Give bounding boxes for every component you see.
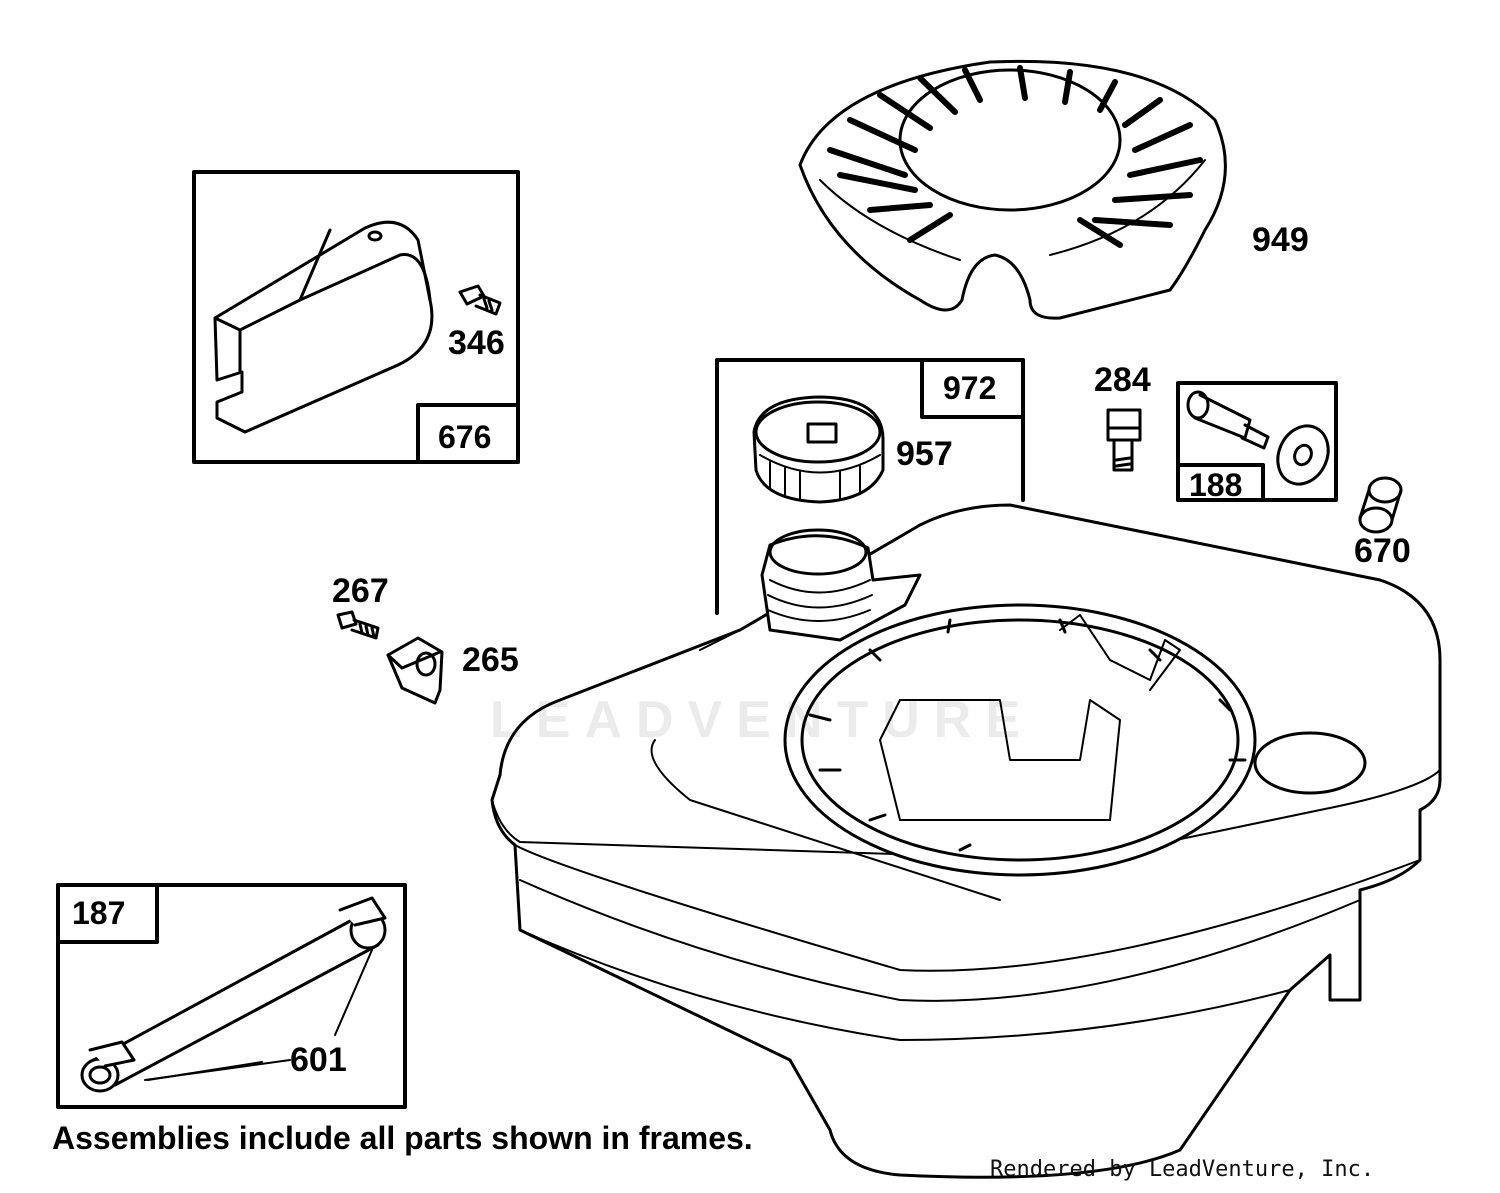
fuel-cap-957: [752, 395, 885, 504]
bolt-284: [1106, 408, 1142, 472]
filler-neck: [760, 528, 922, 642]
rendered-by-credit: Rendered by LeadVenture, Inc.: [990, 1157, 1375, 1182]
frame-676: [192, 170, 520, 464]
frame-label-972: 972: [943, 370, 997, 406]
screw-346: [458, 284, 502, 316]
blower-housing-949: [798, 59, 1227, 320]
spacer-670: [1358, 476, 1403, 534]
label-265: 265: [462, 641, 519, 679]
belt-guard-part: [213, 220, 434, 434]
frame-label-676: 676: [438, 419, 492, 455]
frame-972: [715, 358, 1025, 615]
clip-265: [386, 636, 444, 705]
label-957: 957: [896, 435, 953, 473]
label-601: 601: [290, 1041, 347, 1079]
assemblies-note: Assemblies include all parts shown in fr…: [52, 1120, 753, 1156]
frame-188: [1176, 381, 1338, 502]
watermark: LEADVENTURE: [490, 691, 1035, 749]
label-346: 346: [448, 324, 505, 362]
label-670: 670: [1354, 532, 1411, 570]
fuel-line-601: [80, 896, 387, 1093]
frame-label-188: 188: [1189, 467, 1243, 503]
label-267: 267: [332, 572, 389, 610]
screw-267: [336, 610, 380, 640]
frame-187: [56, 883, 407, 1109]
fuel-tank: [490, 503, 1442, 1179]
label-949: 949: [1252, 221, 1309, 259]
label-284: 284: [1094, 361, 1151, 399]
washer-188: [1276, 424, 1330, 486]
shoulder-bolt-188: [1186, 390, 1270, 450]
frame-label-187: 187: [72, 895, 126, 931]
